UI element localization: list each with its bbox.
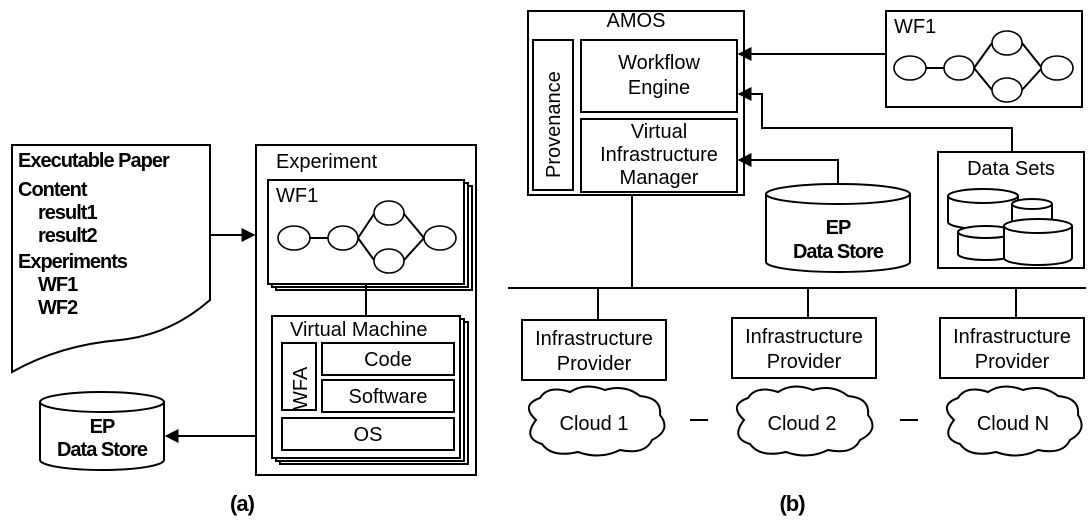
ep-data-store-b: EP Data Store	[765, 183, 911, 273]
vm-title: Virtual Machine	[290, 319, 427, 341]
code-label: Code	[364, 349, 412, 371]
vim-line2: Infrastructure	[600, 144, 718, 166]
provider-2-line1: Infrastructure	[745, 326, 863, 348]
provenance-box	[532, 39, 574, 191]
experiment-box: Experiment WF1	[255, 144, 477, 476]
datastore-a-line1: EP	[90, 416, 115, 438]
provider-3: Infrastructure Provider	[939, 317, 1085, 379]
provider-1-line1: Infrastructure	[535, 328, 653, 350]
content-label: Content	[18, 179, 88, 201]
provider-2-line2: Provider	[767, 351, 842, 373]
caption-b: (b)	[779, 491, 805, 516]
datasets-to-engine-arrow	[737, 87, 1013, 152]
datastore-a-line2: Data Store	[57, 439, 148, 461]
vim-line1: Virtual	[631, 121, 687, 143]
wf1-b-title: WF1	[894, 16, 936, 38]
provider-3-line1: Infrastructure	[953, 326, 1071, 348]
workflow-engine-box	[580, 39, 738, 113]
provider-3-line2: Provider	[975, 351, 1050, 373]
cloud-n-label: Cloud N	[977, 413, 1049, 435]
workflow-engine-line2: Engine	[628, 77, 690, 99]
provenance-label: Provenance	[543, 71, 565, 178]
provider-1-line2: Provider	[557, 353, 632, 375]
cloud-1-label: Cloud 1	[560, 413, 629, 435]
os-label: OS	[354, 424, 383, 446]
data-sets-box: Data Sets	[937, 151, 1085, 269]
provider-1: Infrastructure Provider	[521, 319, 667, 381]
panel-b: AMOS Provenance Workflow Engine Virtual …	[508, 10, 1086, 516]
software-label: Software	[349, 386, 428, 408]
paper-title: Executable Paper	[18, 150, 170, 172]
ep-data-store-a: EP Data Store	[39, 391, 165, 471]
vim-box	[580, 118, 738, 193]
workflow-graph-b	[893, 30, 1074, 103]
workflow-wf2: WF2	[38, 297, 78, 319]
software-box	[321, 379, 455, 413]
wfa-label: WFA	[290, 366, 312, 410]
workflow-graph	[277, 200, 457, 274]
cloud-n: Cloud N	[946, 385, 1083, 457]
data-sets-cylinders	[947, 188, 1073, 266]
workflow-wf1-b: WF1	[885, 10, 1083, 108]
experiment-workflow-label: WF1	[276, 185, 318, 207]
datastore-to-vim-arrow	[737, 153, 839, 185]
os-box	[281, 417, 455, 451]
result-2: result2	[38, 225, 97, 247]
workflow-wf1: WF1	[38, 274, 78, 296]
experiments-label: Experiments	[18, 251, 128, 273]
wfa-box	[281, 342, 317, 411]
provider-2: Infrastructure Provider	[731, 317, 877, 379]
workflow-engine-line1: Workflow	[618, 52, 700, 74]
data-sets-title: Data Sets	[967, 158, 1055, 180]
cloud-1: Cloud 1	[528, 385, 666, 457]
panel-a: Executable Paper Content result1 result2…	[11, 144, 477, 516]
datastore-b-line1: EP	[826, 217, 851, 239]
amos-box: AMOS Provenance Workflow Engine Virtual …	[527, 10, 745, 196]
cloud-2-label: Cloud 2	[768, 413, 837, 435]
datastore-b-line2: Data Store	[793, 241, 884, 263]
vim-line3: Manager	[620, 167, 699, 189]
amos-title: AMOS	[607, 10, 666, 32]
experiment-title: Experiment	[276, 151, 378, 173]
code-box	[321, 342, 455, 376]
executable-paper: Executable Paper Content result1 result2…	[11, 144, 211, 374]
cloud-2: Cloud 2	[736, 385, 874, 457]
caption-a: (a)	[230, 491, 255, 516]
result-1: result1	[38, 202, 97, 224]
